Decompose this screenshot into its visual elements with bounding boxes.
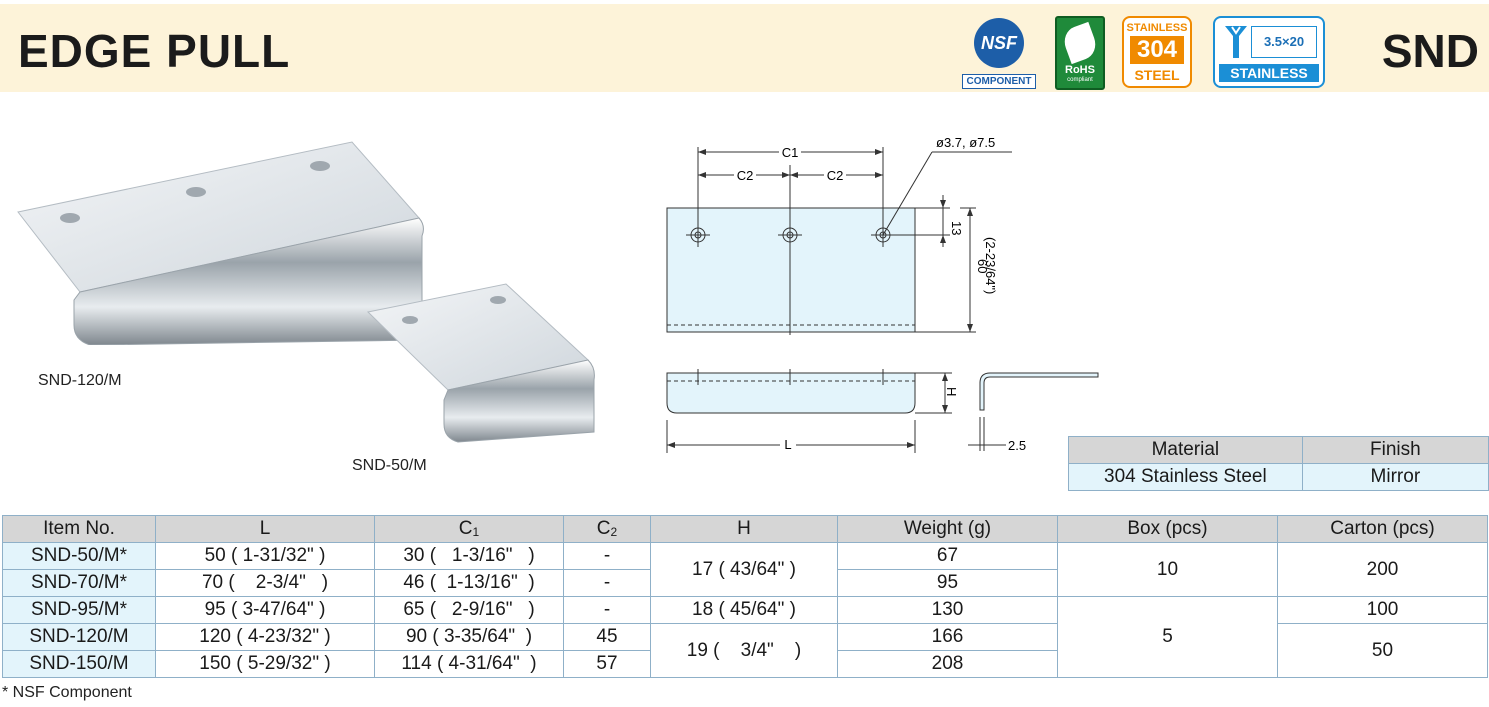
item-no: SND-120/M (2, 623, 156, 651)
rohs-sub: compliant (1067, 77, 1093, 83)
table-row: SND-150/M 150 ( 5-29/32" ) 114 ( 4-31/64… (2, 650, 1488, 678)
item-no: SND-50/M* (2, 542, 156, 570)
col-c1: C1 (374, 515, 564, 543)
col-h: H (650, 515, 838, 543)
item-no: SND-95/M* (2, 596, 156, 624)
cell-l: 120 ( 4-23/32" ) (155, 623, 375, 651)
screw-icon (1225, 26, 1247, 58)
dim-holes: ø3.7, ø7.5 (936, 135, 995, 150)
cell-weight: 166 (837, 623, 1058, 651)
cell-c2: - (563, 542, 651, 570)
dim-c1: C1 (782, 145, 799, 160)
material-table: Material Finish 304 Stainless Steel Mirr… (1068, 436, 1489, 491)
col-c2: C2 (563, 515, 651, 543)
rohs-label: RoHS (1065, 64, 1095, 76)
cell-weight: 130 (837, 596, 1058, 624)
cell-box: 10 (1057, 542, 1278, 597)
product-image-small (366, 283, 595, 443)
cell-c1: 65 ( 2-9/16" ) (374, 596, 564, 624)
cell-c1: 90 ( 3-35/64" ) (374, 623, 564, 651)
product-label-large: SND-120/M (38, 372, 122, 389)
ss304-grade: 304 (1130, 36, 1184, 64)
table-row: SND-95/M* 95 ( 3-47/64" ) 65 ( 2-9/16" )… (2, 596, 1488, 678)
material-value: 304 Stainless Steel (1068, 463, 1303, 491)
finish-value: Mirror (1301, 463, 1489, 491)
cell-l: 95 ( 3-47/64" ) (155, 596, 375, 624)
ss304-top: STAINLESS (1126, 22, 1188, 34)
cell-c2: - (563, 596, 651, 624)
dim-60: 60 (975, 259, 990, 273)
dim-13: 13 (949, 221, 964, 235)
stainless-304-badge: STAINLESS 304 STEEL (1122, 16, 1192, 88)
col-l: L (155, 515, 375, 543)
cell-c2: 57 (563, 650, 651, 678)
spec-header-row: Item No. L C1 C2 H Weight (g) Box (pcs) … (2, 515, 1488, 543)
cell-c2: - (563, 569, 651, 597)
cell-carton: 100 (1277, 596, 1488, 624)
dim-c2-right: C2 (827, 168, 844, 183)
col-carton: Carton (pcs) (1277, 515, 1488, 543)
dim-thickness: 2.5 (1008, 438, 1026, 453)
table-row: SND-50/M* 50 ( 1-31/32" ) 30 ( 1-3/16" )… (2, 542, 1488, 597)
screw-size: 3.5×20 (1251, 26, 1317, 58)
screw-label: STAINLESS (1219, 64, 1319, 82)
nsf-logo-icon: NSF (974, 18, 1024, 68)
cell-weight: 208 (837, 650, 1058, 678)
dim-c2-left: C2 (737, 168, 754, 183)
stainless-screw-badge: 3.5×20 STAINLESS (1213, 16, 1325, 88)
cell-weight: 95 (837, 569, 1058, 597)
dim-h: H (944, 387, 959, 396)
footnote: * NSF Component (2, 684, 132, 701)
header-band: EDGE PULL NSF COMPONENT RoHS compliant S… (0, 4, 1489, 92)
dim-l: L (784, 437, 791, 452)
nsf-component-badge: NSF COMPONENT (962, 16, 1036, 90)
item-no: SND-70/M* (2, 569, 156, 597)
ss304-bottom: STEEL (1134, 67, 1180, 83)
cell-h: 19 ( 3/4" ) (650, 623, 838, 678)
cell-l: 70 ( 2-3/4" ) (155, 569, 375, 597)
cell-c1: 46 ( 1-13/16" ) (374, 569, 564, 597)
cell-carton: 50 (1277, 623, 1488, 678)
col-box: Box (pcs) (1057, 515, 1278, 543)
cell-h: 18 ( 45/64" ) (650, 596, 838, 624)
product-label-small: SND-50/M (352, 457, 427, 474)
cell-weight: 67 (837, 542, 1058, 570)
item-no: SND-150/M (2, 650, 156, 678)
cell-l: 150 ( 5-29/32" ) (155, 650, 375, 678)
cell-carton: 200 (1277, 542, 1488, 597)
technical-drawing: C1 C2 C2 ø3.7, ø7.5 13 60 (2-23/64") H L… (666, 135, 1099, 453)
finish-header: Finish (1301, 436, 1489, 464)
material-header: Material (1068, 436, 1303, 464)
product-image-large (17, 141, 424, 345)
table-row: SND-120/M 120 ( 4-23/32" ) 90 ( 3-35/64"… (2, 623, 1488, 678)
spec-table: Item No. L C1 C2 H Weight (g) Box (pcs) … (2, 515, 1488, 678)
cell-h: 17 ( 43/64" ) (650, 542, 838, 597)
col-item: Item No. (2, 515, 156, 543)
table-row: SND-70/M* 70 ( 2-3/4" ) 46 ( 1-13/16" ) … (2, 569, 1488, 597)
rohs-badge: RoHS compliant (1055, 16, 1105, 90)
col-weight: Weight (g) (837, 515, 1058, 543)
cell-c1: 30 ( 1-3/16" ) (374, 542, 564, 570)
cell-c2: 45 (563, 623, 651, 651)
leaf-icon (1060, 21, 1100, 65)
cell-box: 5 (1057, 596, 1278, 678)
page-title: EDGE PULL (18, 25, 291, 77)
cell-l: 50 ( 1-31/32" ) (155, 542, 375, 570)
dim-60-inch: (2-23/64") (983, 237, 998, 294)
nsf-caption: COMPONENT (962, 74, 1036, 89)
series-code: SND (1381, 25, 1479, 77)
cell-c1: 114 ( 4-31/64" ) (374, 650, 564, 678)
